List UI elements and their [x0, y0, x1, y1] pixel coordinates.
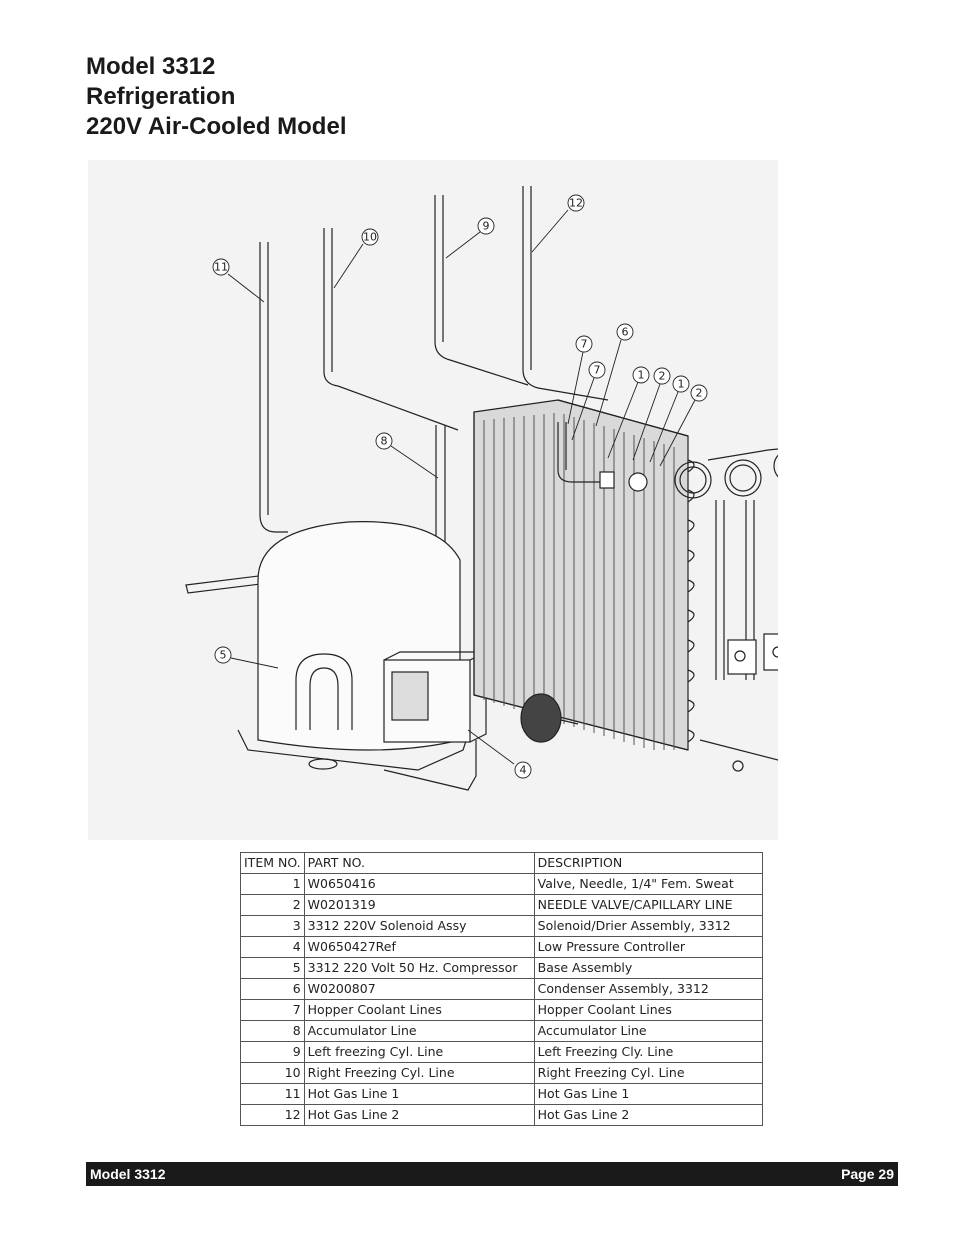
tube-hot-gas-line-2 [522, 186, 609, 401]
footer-page-number: Page 29 [841, 1166, 894, 1182]
description: Accumulator Line [533, 1020, 763, 1042]
part-no: Hopper Coolant Lines [303, 999, 535, 1021]
table-row: 8 Accumulator Line Accumulator Line [240, 1020, 763, 1042]
table-row: 1 W0650416 Valve, Needle, 1/4" Fem. Swea… [240, 873, 763, 895]
description: Left Freezing Cly. Line [533, 1041, 763, 1063]
description: Low Pressure Controller [533, 936, 763, 958]
table-row: 3 3312 220V Solenoid Assy Solenoid/Drier… [240, 915, 763, 937]
header-description: DESCRIPTION [533, 852, 763, 874]
callout-10: 10 [363, 231, 377, 244]
description: Valve, Needle, 1/4" Fem. Sweat [533, 873, 763, 895]
callout-8: 8 [381, 435, 388, 448]
solenoid-drier-assembly [699, 500, 778, 772]
tube-hot-gas-line-1 [259, 242, 288, 533]
table-row: 12 Hot Gas Line 2 Hot Gas Line 2 [240, 1104, 763, 1126]
callout-6: 6 [622, 326, 629, 339]
condenser-return-bends [687, 459, 695, 743]
item-no: 1 [240, 873, 305, 895]
item-no: 8 [240, 1020, 305, 1042]
description: Hopper Coolant Lines [533, 999, 763, 1021]
part-no: Hot Gas Line 1 [303, 1083, 535, 1105]
callout-7a: 7 [581, 338, 588, 351]
part-no: Right Freezing Cyl. Line [303, 1062, 535, 1084]
table-row: 11 Hot Gas Line 1 Hot Gas Line 1 [240, 1083, 763, 1105]
title-line-model: Model 3312 [86, 53, 216, 80]
description: Hot Gas Line 1 [533, 1083, 763, 1105]
tube-left-freezing-line [434, 195, 529, 386]
callout-9: 9 [483, 220, 490, 233]
part-no: Accumulator Line [303, 1020, 535, 1042]
receiver-tank [520, 693, 579, 743]
table-row: 9 Left freezing Cyl. Line Left Freezing … [240, 1041, 763, 1063]
table-row: 2 W0201319 NEEDLE VALVE/CAPILLARY LINE [240, 894, 763, 916]
callout-leaders [227, 209, 696, 765]
callout-4: 4 [520, 764, 527, 777]
item-no: 11 [240, 1083, 305, 1105]
table-row: 6 W0200807 Condenser Assembly, 3312 [240, 978, 763, 1000]
description: Base Assembly [533, 957, 763, 979]
callout-1a: 1 [638, 369, 645, 382]
title-line-variant: 220V Air-Cooled Model [86, 113, 347, 140]
callout-2a: 2 [659, 370, 666, 383]
item-no: 12 [240, 1104, 305, 1126]
description: NEEDLE VALVE/CAPILLARY LINE [533, 894, 763, 916]
part-no: 3312 220V Solenoid Assy [303, 915, 535, 937]
description: Condenser Assembly, 3312 [533, 978, 763, 1000]
low-pressure-controller [383, 651, 487, 791]
capillary-coils [674, 448, 778, 499]
item-no: 7 [240, 999, 305, 1021]
item-no: 6 [240, 978, 305, 1000]
table-row: 4 W0650427Ref Low Pressure Controller [240, 936, 763, 958]
callout-11: 11 [214, 261, 228, 274]
table-row: 7 Hopper Coolant Lines Hopper Coolant Li… [240, 999, 763, 1021]
header-part-no: PART NO. [303, 852, 535, 874]
refrigeration-assembly-drawing: 11 10 9 12 8 7 6 7 1 2 1 2 3 5 4 [88, 160, 778, 840]
table-header-row: ITEM NO. PART NO. DESCRIPTION [240, 852, 763, 874]
item-no: 9 [240, 1041, 305, 1063]
condenser [473, 399, 689, 751]
part-no: W0650416 [303, 873, 535, 895]
item-no: 3 [240, 915, 305, 937]
description: Solenoid/Drier Assembly, 3312 [533, 915, 763, 937]
exploded-view-svg: 11 10 9 12 8 7 6 7 1 2 1 2 3 5 4 [185, 186, 778, 791]
page-title: Model 3312 Refrigeration 220V Air-Cooled… [86, 52, 346, 142]
callout-circles [212, 194, 708, 779]
tube-right-freezing-line [323, 228, 459, 431]
part-no: Hot Gas Line 2 [303, 1104, 535, 1126]
callout-5: 5 [220, 649, 227, 662]
table-row: 5 3312 220 Volt 50 Hz. Compressor Base A… [240, 957, 763, 979]
part-no: W0200807 [303, 978, 535, 1000]
part-no: W0650427Ref [303, 936, 535, 958]
part-no: W0201319 [303, 894, 535, 916]
item-no: 4 [240, 936, 305, 958]
table-row: 10 Right Freezing Cyl. Line Right Freezi… [240, 1062, 763, 1084]
parts-table: ITEM NO. PART NO. DESCRIPTION 1 W0650416… [240, 852, 763, 1126]
footer-model-label: Model 3312 [90, 1166, 166, 1182]
callout-1b: 1 [678, 378, 685, 391]
description: Right Freezing Cyl. Line [533, 1062, 763, 1084]
callout-12: 12 [569, 197, 583, 210]
description: Hot Gas Line 2 [533, 1104, 763, 1126]
page-footer: Model 3312 Page 29 [86, 1162, 898, 1186]
header-item-no: ITEM NO. [240, 852, 305, 874]
item-no: 5 [240, 957, 305, 979]
needle-valves [557, 422, 648, 492]
item-no: 10 [240, 1062, 305, 1084]
callout-7b: 7 [594, 364, 601, 377]
callout-2b: 2 [696, 387, 703, 400]
part-no: Left freezing Cyl. Line [303, 1041, 535, 1063]
title-line-section: Refrigeration [86, 83, 236, 110]
part-no: 3312 220 Volt 50 Hz. Compressor [303, 957, 535, 979]
condenser-fins [483, 413, 675, 750]
item-no: 2 [240, 894, 305, 916]
